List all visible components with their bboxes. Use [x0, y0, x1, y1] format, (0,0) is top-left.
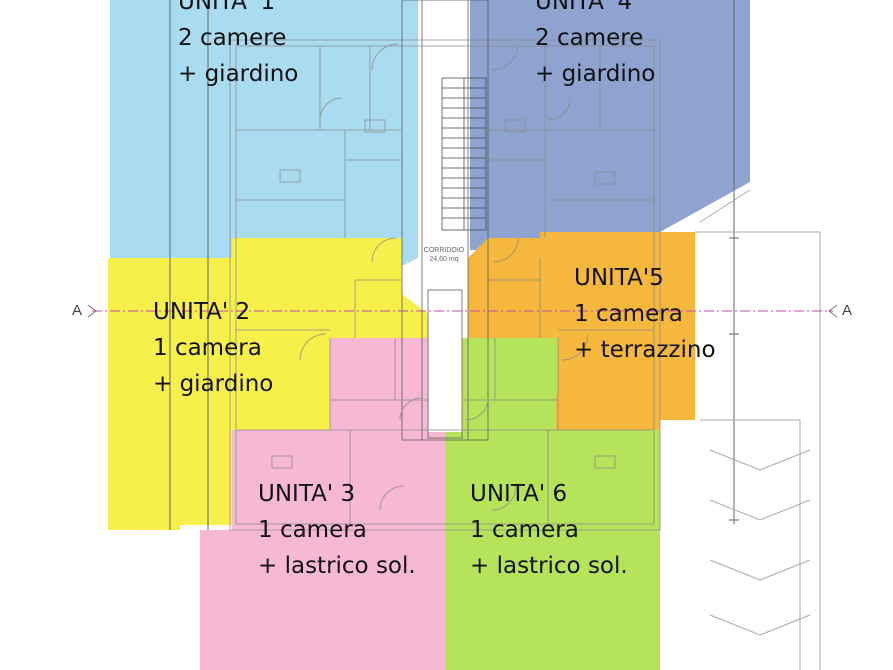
- corridor-name: CORRIDOIO: [423, 247, 465, 254]
- section-label-right: A: [842, 302, 853, 319]
- unit-3-line-1: 1 camera: [258, 517, 367, 543]
- unit-5-name: UNITA'5: [574, 265, 664, 291]
- unit-4-line-2: + giardino: [535, 61, 656, 87]
- unit-1-name: UNITA' 1: [178, 0, 276, 15]
- section-arrows: [87, 304, 838, 318]
- unit-6-name: UNITA' 6: [470, 481, 568, 507]
- unit-5-label: UNITA'5 1 camera + terrazzino: [574, 260, 716, 368]
- unit-4-line-1: 2 camere: [535, 25, 644, 51]
- unit-1-label: UNITA' 1 2 camere + giardino: [178, 0, 298, 92]
- unit-2-line-1: 1 camera: [153, 335, 262, 361]
- unit-5-line-1: 1 camera: [574, 301, 683, 327]
- walls: [229, 0, 661, 531]
- unit-6-fill: [445, 338, 660, 670]
- unit-3-label: UNITA' 3 1 camera + lastrico sol.: [258, 476, 416, 584]
- unit-1-line-2: + giardino: [178, 61, 299, 87]
- unit-5-fill: [468, 232, 695, 430]
- dimension-lines: [169, 0, 739, 530]
- unit-6-line-1: 1 camera: [470, 517, 579, 543]
- unit-2-line-2: + giardino: [153, 371, 274, 397]
- unit-3-line-2: + lastrico sol.: [258, 553, 416, 579]
- unit-2-label: UNITA' 2 1 camera + giardino: [153, 294, 273, 402]
- unit-4-fill: [470, 0, 750, 250]
- unit-5-line-2: + terrazzino: [574, 337, 716, 363]
- unit-6-label: UNITA' 6 1 camera + lastrico sol.: [470, 476, 628, 584]
- unit-1-line-1: 2 camere: [178, 25, 287, 51]
- unit-6-line-2: + lastrico sol.: [470, 553, 628, 579]
- corridor-area: 24,60 mq: [429, 256, 459, 263]
- unit-2-name: UNITA' 2: [153, 299, 251, 325]
- section-label-left: A: [72, 302, 83, 319]
- unit-3-fill: [200, 338, 445, 670]
- unit-4-label: UNITA' 4 2 camere + giardino: [535, 0, 655, 92]
- terrace-outline: [695, 189, 821, 670]
- corridor-label: CORRIDOIO 24,60 mq: [417, 246, 471, 264]
- unit-4-name: UNITA' 4: [535, 0, 633, 15]
- unit-3-name: UNITA' 3: [258, 481, 356, 507]
